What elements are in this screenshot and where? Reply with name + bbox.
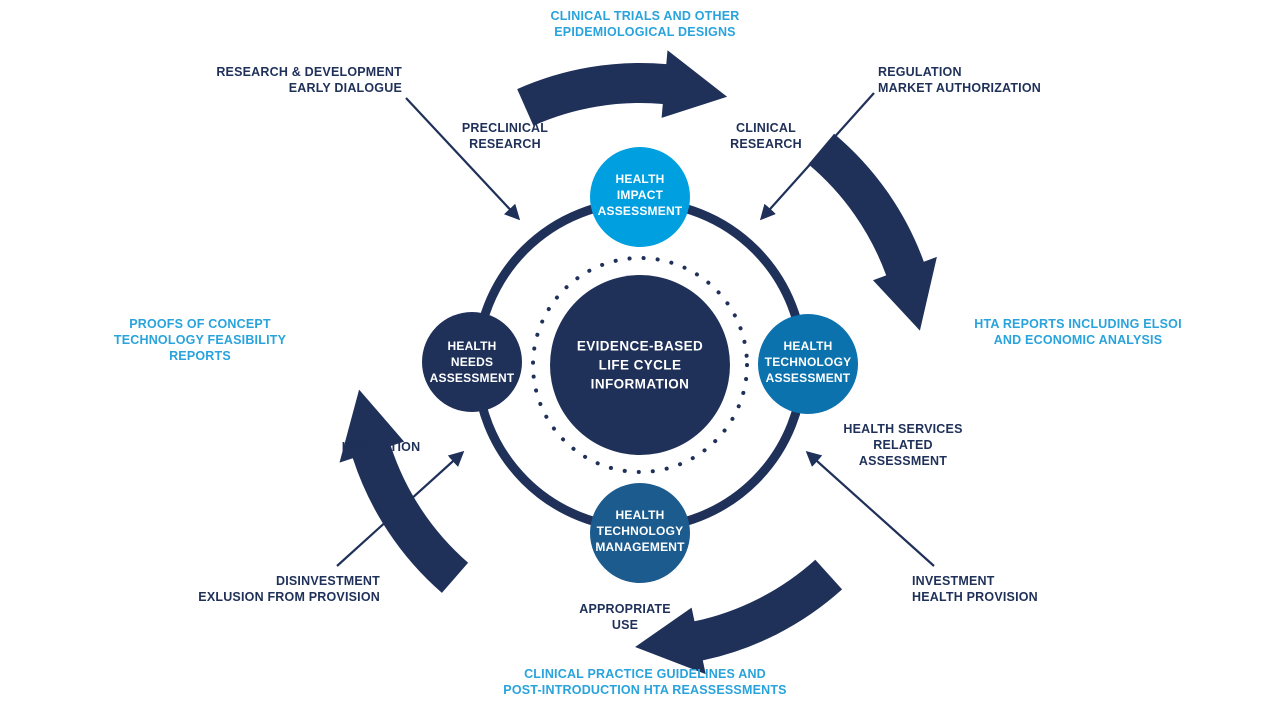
node-health-impact-assessment bbox=[590, 147, 690, 247]
cycle-arrows bbox=[339, 50, 937, 675]
node-health-technology-management bbox=[590, 483, 690, 583]
label-clinical-trials: CLINICAL TRIALS AND OTHER EPIDEMIOLOGICA… bbox=[550, 9, 740, 39]
center-label: EVIDENCE-BASED LIFE CYCLE INFORMATION bbox=[576, 338, 704, 392]
label-health-services: HEALTH SERVICES RELATED ASSESSMENT bbox=[843, 422, 963, 468]
arrow-investment bbox=[805, 450, 935, 567]
label-clinical-research: CLINICAL RESEARCH bbox=[730, 121, 802, 151]
label-regulation: REGULATION MARKET AUTHORIZATION bbox=[878, 65, 1042, 95]
label-preclinical-research: PRECLINICAL RESEARCH bbox=[461, 121, 549, 151]
label-rnd: RESEARCH & DEVELOPMENT EARLY DIALOGUE bbox=[216, 65, 402, 95]
center-circle bbox=[550, 275, 730, 455]
arrow-left bbox=[339, 389, 469, 593]
label-appropriate-use: APPROPRIATE USE bbox=[579, 602, 671, 632]
node-label-technology-assessment: HEALTH TECHNOLOGY ASSESSMENT bbox=[764, 339, 852, 385]
dotted-ring bbox=[531, 256, 749, 474]
arrow-bottom bbox=[635, 559, 843, 675]
node-label-impact: HEALTH IMPACT ASSESSMENT bbox=[597, 172, 683, 218]
arrow-disinvestment bbox=[336, 450, 465, 567]
node-health-needs-assessment bbox=[422, 312, 522, 412]
arrow-regulation bbox=[759, 92, 875, 221]
node-label-technology-management: HEALTH TECHNOLOGY MANAGEMENT bbox=[595, 508, 685, 554]
label-guidelines: CLINICAL PRACTICE GUIDELINES AND POST-IN… bbox=[503, 667, 787, 697]
node-health-technology-assessment bbox=[758, 314, 858, 414]
arrow-top bbox=[517, 50, 728, 126]
label-proofs-of-concept: PROOFS OF CONCEPT TECHNOLOGY FEASIBILITY… bbox=[113, 317, 287, 363]
label-investment: INVESTMENT HEALTH PROVISION bbox=[912, 574, 1038, 604]
label-disinvestment: DISINVESTMENT EXLUSION FROM PROVISION bbox=[198, 574, 380, 604]
label-hta-reports: HTA REPORTS INCLUDING ELSOI AND ECONOMIC… bbox=[974, 317, 1182, 347]
arrow-right bbox=[808, 133, 937, 331]
node-label-needs: HEALTH NEEDS ASSESSMENT bbox=[429, 339, 515, 385]
label-innovation: INNOVATION bbox=[341, 440, 421, 454]
arrow-rnd bbox=[405, 97, 521, 221]
